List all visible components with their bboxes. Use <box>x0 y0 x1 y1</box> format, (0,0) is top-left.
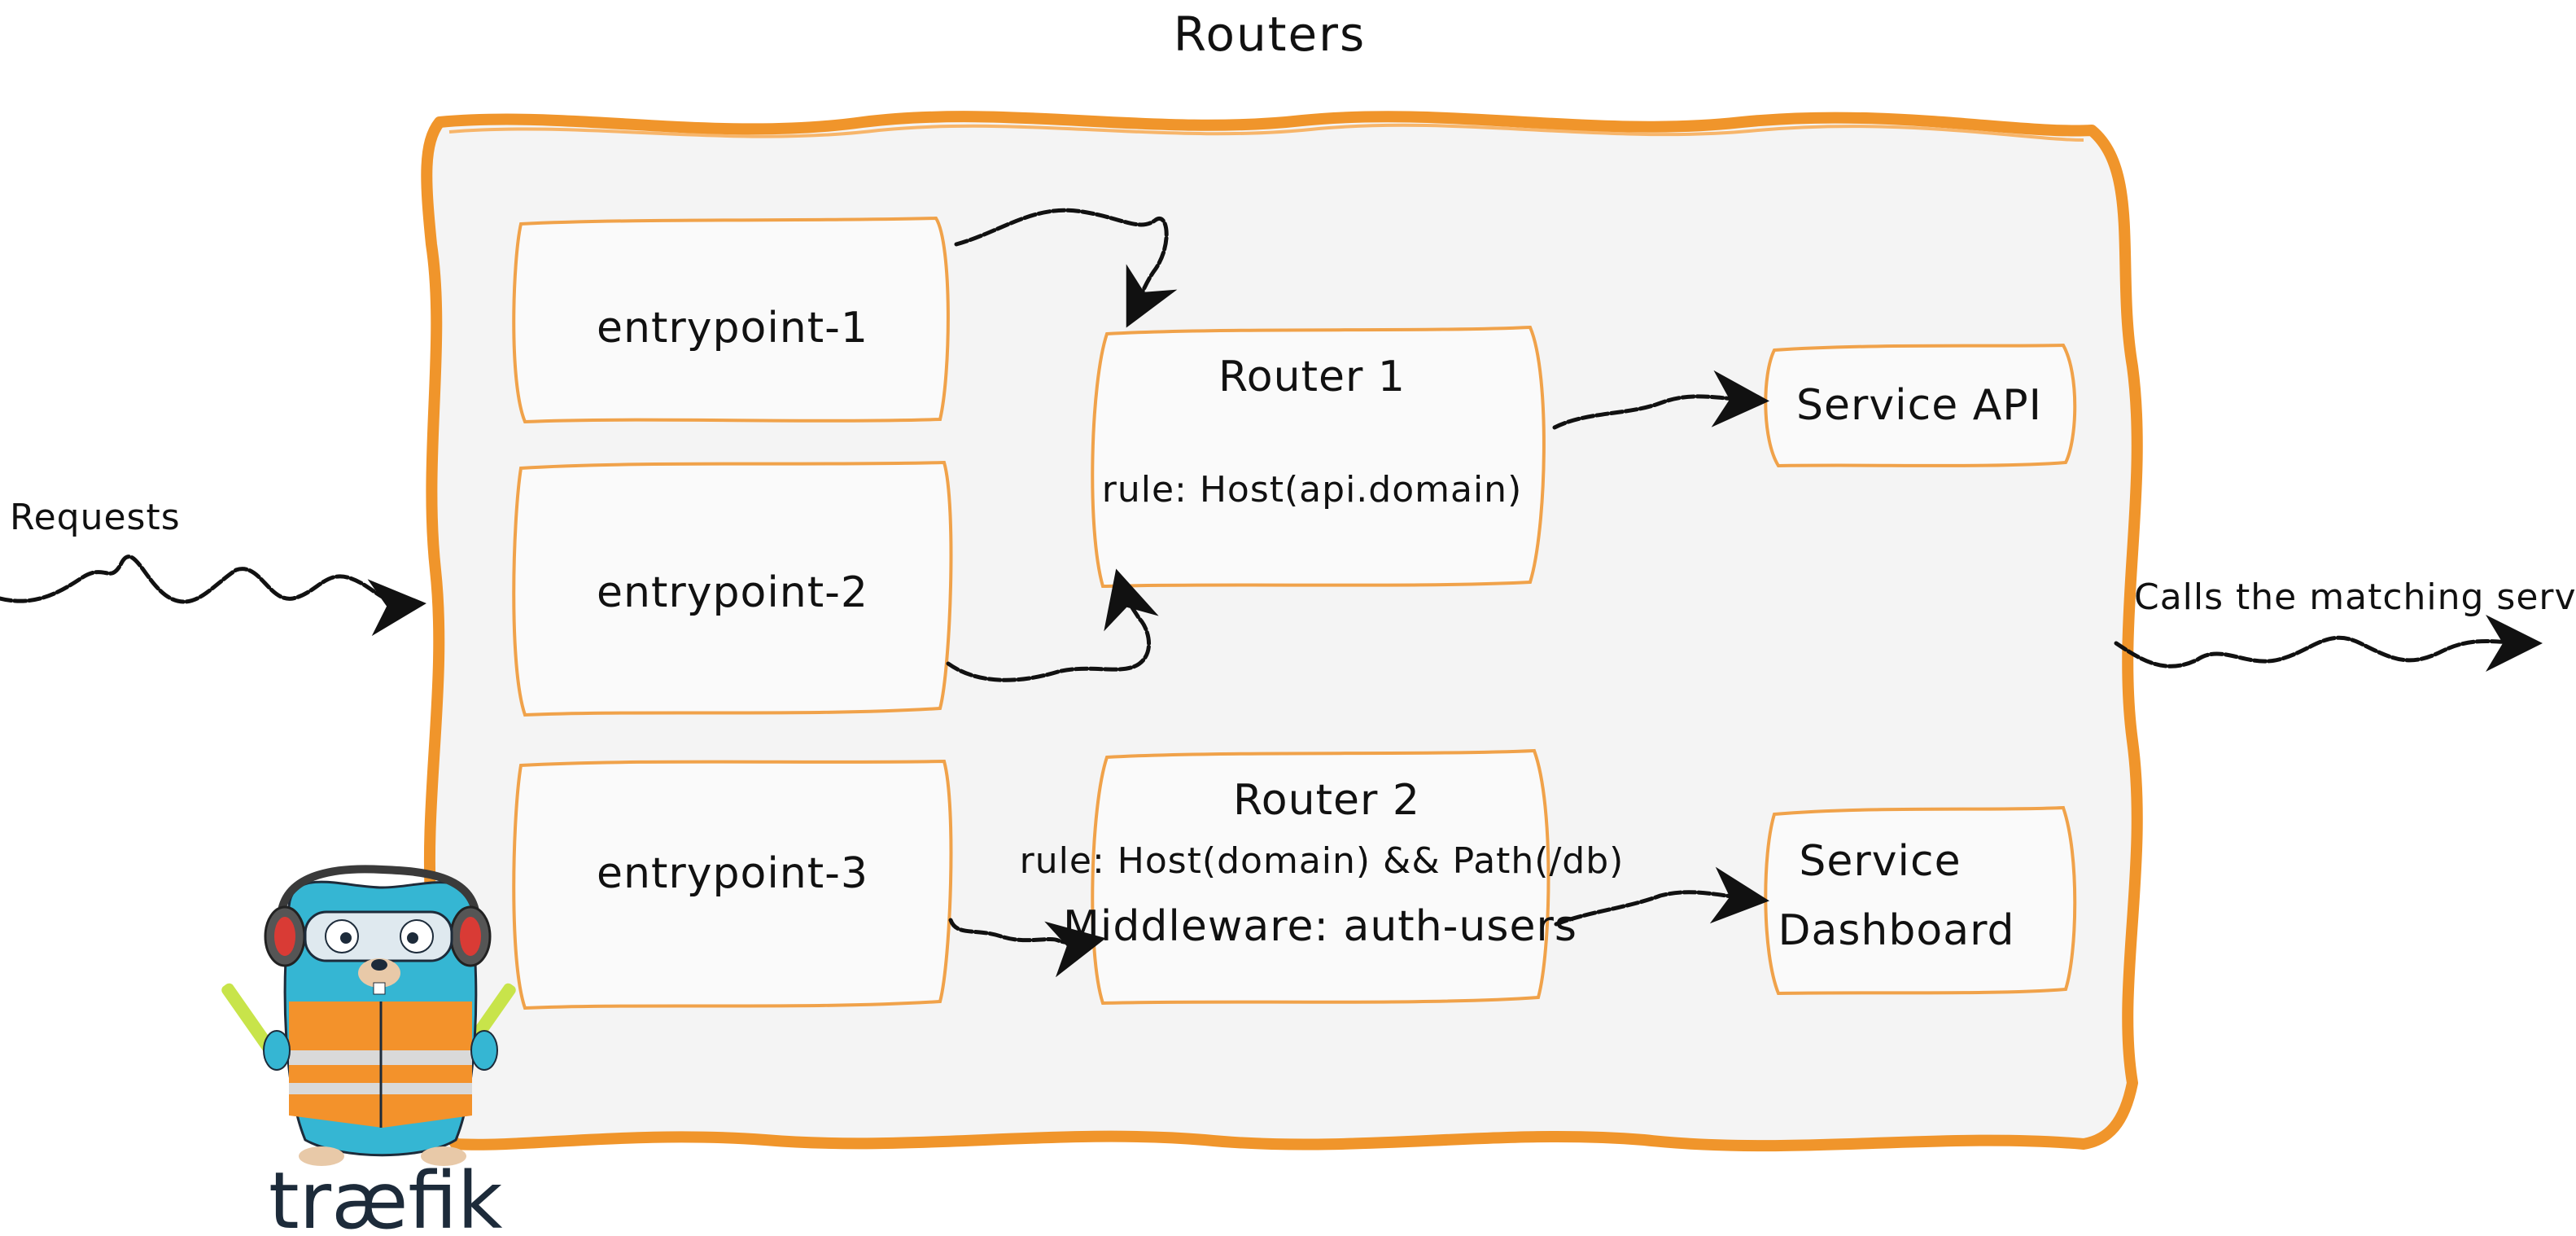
service-dashboard-box: Service Dashboard <box>1764 805 2077 996</box>
calls-label: Calls the matching server <box>2134 576 2576 618</box>
entrypoint-label: entrypoint-2 <box>597 568 868 617</box>
routers-frame-inner-line <box>448 123 2084 142</box>
entrypoint-2-to-router-1-arrow <box>946 568 1159 682</box>
router-2-to-service-dashboard-arrow <box>1554 866 1769 927</box>
gopher-mascot-icon <box>221 865 516 1166</box>
entrypoint-box-3: entrypoint-3 <box>512 759 953 1010</box>
entrypoint-label: entrypoint-1 <box>597 304 868 353</box>
requests-label: Requests <box>10 497 181 538</box>
router-1-rule: rule: Host(api.domain) <box>1102 469 1522 511</box>
router-1-to-service-api-arrow <box>1552 370 1769 430</box>
entrypoint-label: entrypoint-3 <box>597 849 868 898</box>
router-2-middleware: Middleware: auth-users <box>1063 902 1577 951</box>
calls-arrow <box>2114 614 2543 672</box>
entrypoint-box-2: entrypoint-2 <box>512 460 953 717</box>
entrypoint-box-1: entrypoint-1 <box>512 216 950 424</box>
requests-arrow <box>0 554 426 637</box>
entrypoint-3-to-router-2-arrow <box>948 918 1106 978</box>
router-2-rule: rule: Host(domain) && Path(/db) <box>1020 840 1625 882</box>
traefik-logo: træfik <box>269 1155 503 1236</box>
service-api-label: Service API <box>1796 381 2042 430</box>
entrypoint-1-to-router-1-arrow <box>954 208 1178 328</box>
router-1-name: Router 1 <box>1218 353 1406 401</box>
service-dashboard-line2: Dashboard <box>1778 906 2014 955</box>
router-2-box: Router 2 rule: Host(domain) && Path(/db)… <box>1020 748 1625 1006</box>
diagram-title: Routers <box>1174 7 1366 62</box>
service-api-box: Service API <box>1764 343 2077 468</box>
router-1-box: Router 1 rule: Host(api.domain) <box>1091 325 1546 589</box>
router-2-name: Router 2 <box>1233 776 1420 825</box>
service-dashboard-line1: Service <box>1799 837 1961 886</box>
flow-arrows <box>0 208 2543 978</box>
